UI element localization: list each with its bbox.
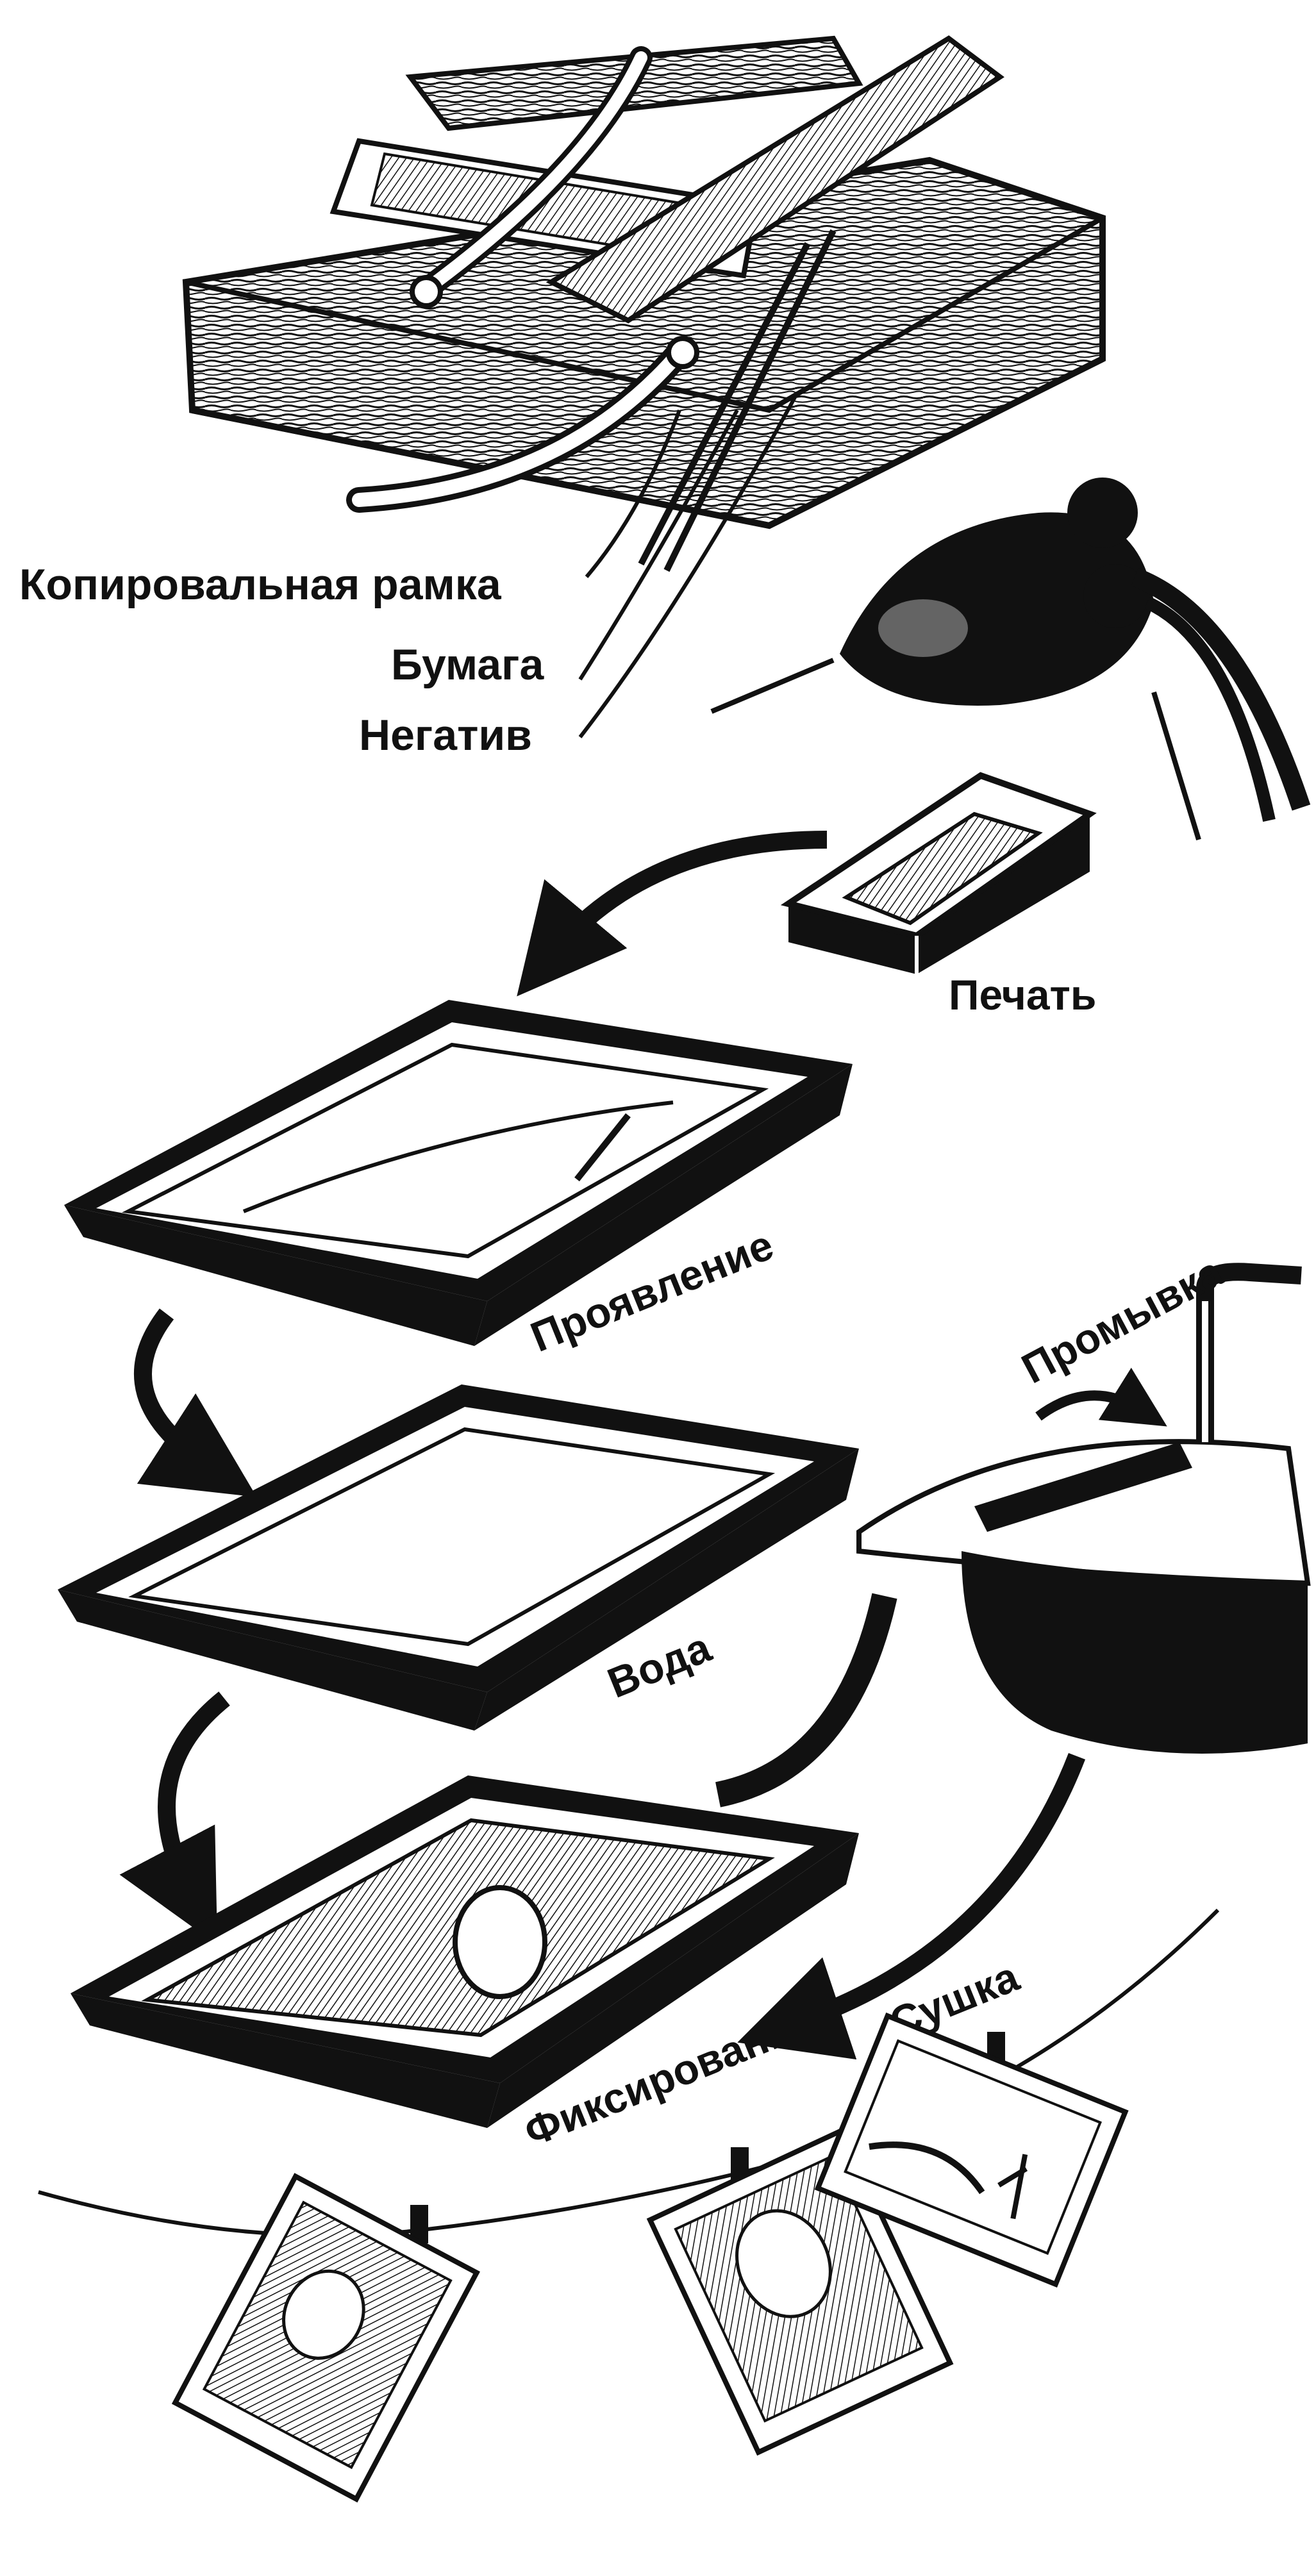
arrow-to-water	[143, 1314, 212, 1468]
printing-box-icon	[788, 776, 1090, 974]
arrow-fixing-to-sink	[718, 1596, 885, 1795]
label-negative: Негатив	[359, 711, 532, 760]
label-print: Печать	[949, 971, 1096, 1018]
label-paper: Бумага	[391, 640, 544, 689]
developer-tray-icon	[64, 1000, 853, 1346]
arrow-to-developing	[551, 840, 827, 955]
arrow-to-fixing	[167, 1699, 224, 1897]
fixer-tray-icon	[71, 1775, 859, 2128]
label-frame: Копировальная рамка	[19, 560, 502, 609]
